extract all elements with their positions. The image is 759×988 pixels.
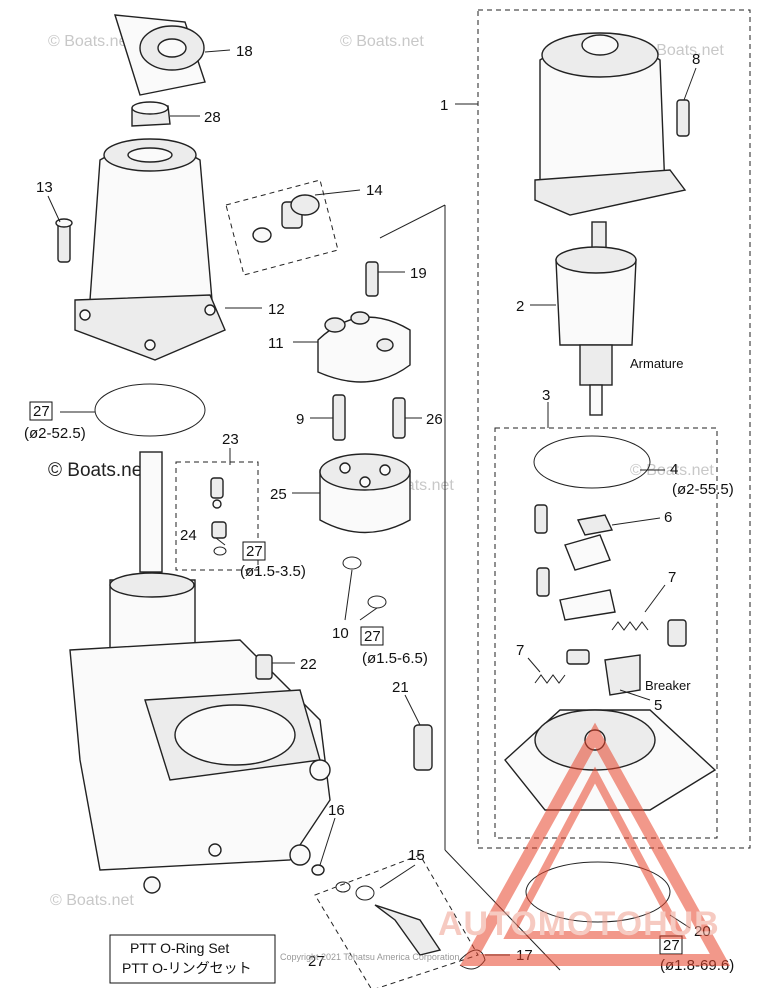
oring-27-left bbox=[94, 383, 206, 437]
callout-11: 11 bbox=[268, 335, 284, 352]
callout-28: 28 bbox=[204, 109, 221, 126]
part-14-plug bbox=[252, 194, 320, 243]
size-label-1: (ø2-52.5) bbox=[24, 425, 86, 442]
callout-13: 13 bbox=[36, 179, 53, 196]
part-10-oring-b bbox=[367, 595, 387, 609]
part-26-screw bbox=[392, 397, 406, 439]
ref-27-pump: 27 (ø1.5-6.5) bbox=[360, 626, 428, 667]
part-7-spring-a bbox=[611, 621, 649, 631]
part-10-oring-a bbox=[342, 556, 362, 570]
callout-10: 10 bbox=[332, 625, 349, 642]
size-label-3: (ø1.5-6.5) bbox=[362, 650, 428, 667]
svg-text:27: 27 bbox=[246, 543, 263, 560]
callout-1: 1 bbox=[440, 97, 448, 114]
callout-4: 4 bbox=[670, 461, 678, 478]
part-5-breaker bbox=[604, 654, 641, 696]
leader-lines bbox=[47, 49, 697, 971]
brush-holder-box bbox=[494, 427, 718, 839]
callout-12: 12 bbox=[268, 301, 285, 318]
part-4-oring bbox=[533, 435, 651, 489]
callout-26: 26 bbox=[426, 411, 443, 428]
part-25-pump bbox=[319, 453, 411, 534]
callout-27-bottom: 27 bbox=[308, 953, 325, 970]
svg-text:27: 27 bbox=[33, 403, 50, 420]
callout-24: 24 bbox=[180, 527, 197, 544]
part-8-screw bbox=[676, 99, 690, 137]
motor-assembly-box bbox=[477, 9, 751, 849]
callout-15: 15 bbox=[408, 847, 425, 864]
watermark-top-right: © Boats.net bbox=[640, 42, 724, 59]
oring-set-line1: PTT O-Ring Set bbox=[130, 940, 229, 956]
part-2-armature bbox=[555, 221, 637, 416]
watermark-left-big: © Boats.net bbox=[48, 460, 148, 481]
size-label-2: (ø1.5-3.5) bbox=[240, 563, 306, 580]
part-13-screw bbox=[55, 218, 73, 263]
part-23-24-valve bbox=[210, 477, 227, 556]
callout-16: 16 bbox=[328, 802, 345, 819]
callout-6: 6 bbox=[664, 509, 672, 526]
part-21-screw bbox=[413, 724, 433, 771]
part-11-manifold bbox=[317, 311, 411, 383]
part-22-fitting bbox=[255, 654, 273, 680]
oring-set-box: PTT O-Ring Set PTT O-リングセット bbox=[109, 934, 276, 984]
ref-27-motor: (ø2-55.5) bbox=[672, 481, 734, 498]
callout-23: 23 bbox=[222, 431, 239, 448]
oring-set-line2: PTT O-リングセット bbox=[122, 960, 252, 976]
svg-text:27: 27 bbox=[364, 628, 381, 645]
callout-19: 19 bbox=[410, 265, 427, 282]
callout-22: 22 bbox=[300, 656, 317, 673]
ref-27-left: 27 (ø2-52.5) bbox=[24, 401, 86, 442]
watermark-bottom-left: © Boats.net bbox=[50, 892, 134, 909]
callout-3: 3 bbox=[542, 387, 550, 404]
part-6-brush-plate bbox=[534, 504, 616, 621]
part-9-screw bbox=[332, 394, 346, 441]
armature-label: Armature bbox=[630, 356, 683, 371]
ptt-cylinder-body bbox=[69, 451, 331, 894]
part-1-motor-housing bbox=[534, 32, 687, 216]
part-28-nut bbox=[131, 101, 171, 127]
part-18-cap bbox=[114, 14, 206, 96]
plug-group-box bbox=[225, 179, 339, 276]
callout-7-upper: 7 bbox=[668, 569, 676, 586]
callout-7-lower: 7 bbox=[516, 642, 524, 659]
watermark-right: © Boats.net bbox=[630, 462, 714, 479]
callout-2: 2 bbox=[516, 298, 524, 315]
callout-5: 5 bbox=[654, 697, 662, 714]
part-16-ring bbox=[311, 864, 325, 876]
ref-27-valve: 27 (ø1.5-3.5) bbox=[240, 541, 306, 580]
brush-c bbox=[667, 619, 687, 647]
part-20-oring bbox=[525, 861, 671, 923]
watermark-top-center: © Boats.net bbox=[340, 33, 424, 50]
callout-14: 14 bbox=[366, 182, 383, 199]
callout-25: 25 bbox=[270, 486, 287, 503]
callout-21: 21 bbox=[392, 679, 409, 696]
svg-text:27: 27 bbox=[663, 937, 680, 954]
part-15-valve bbox=[335, 881, 442, 956]
part-19-pin bbox=[365, 261, 379, 297]
callout-9: 9 bbox=[296, 411, 304, 428]
part-12-reservoir bbox=[74, 138, 226, 361]
callout-18: 18 bbox=[236, 43, 253, 60]
breaker-label: Breaker bbox=[645, 678, 691, 693]
brush-b bbox=[566, 649, 590, 665]
watermark-top-left: © Boats.net bbox=[48, 33, 132, 50]
size-label-4: (ø2-55.5) bbox=[672, 481, 734, 498]
part-7-spring-b bbox=[534, 674, 566, 684]
copyright-text: Copyright 2021 Tohatsu America Corporati… bbox=[280, 952, 459, 962]
valve-group-box bbox=[175, 461, 259, 571]
automotohub-text: AUTOMOTOHUB bbox=[438, 905, 720, 943]
callout-8: 8 bbox=[692, 51, 700, 68]
automotohub-logo: AUTOMOTOHUB bbox=[438, 722, 731, 966]
